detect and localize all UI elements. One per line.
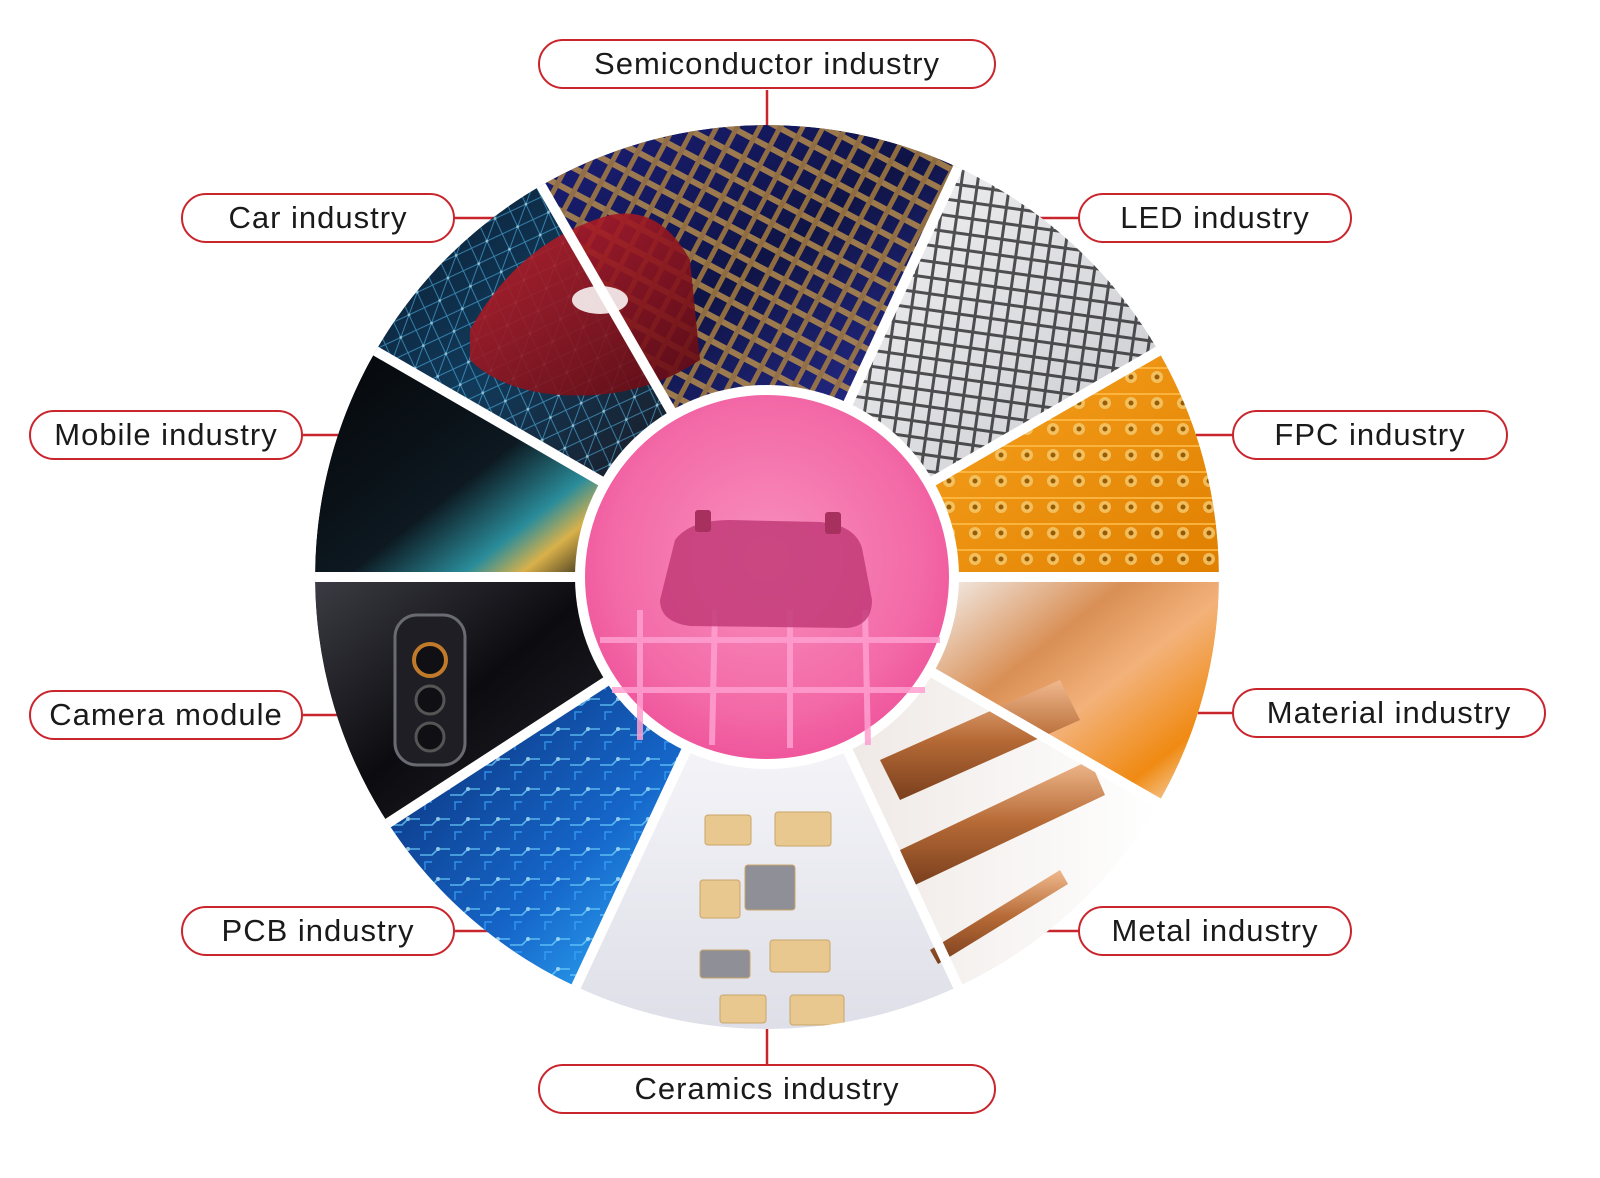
connector-lines	[303, 90, 1234, 1064]
segment-3-texture	[931, 351, 1219, 577]
flexible-circuit-icon	[931, 351, 1219, 577]
segment-divider-1	[533, 177, 679, 419]
center-device-clip-right	[825, 512, 841, 534]
segment-4-background	[931, 577, 1219, 803]
ceramic-chip-8	[789, 994, 845, 1026]
copper-foil-roll-icon	[931, 577, 1219, 803]
segment-divider-7	[568, 743, 693, 995]
ceramic-chip-3	[699, 879, 741, 919]
ceramic-chip-6	[699, 949, 751, 979]
ceramic-chip-4	[744, 864, 796, 911]
segment-divider-3	[925, 343, 1167, 489]
ceramic-chip-2	[774, 811, 832, 847]
copper-rod-2	[900, 760, 1105, 885]
copper-rod-1	[880, 680, 1080, 800]
label-camera-module[interactable]: Camera module	[29, 690, 303, 740]
segment-divider-5	[925, 665, 1167, 811]
segment-divider-6	[841, 743, 966, 995]
segment-divider-10	[367, 343, 609, 489]
ceramic-chip-1	[704, 814, 752, 846]
center-device-clip-left	[695, 510, 711, 532]
center-grid	[600, 609, 940, 748]
center-device-body	[660, 520, 872, 628]
label-led-industry[interactable]: LED industry	[1078, 193, 1352, 243]
segment-7-texture	[387, 680, 687, 987]
label-pcb-industry[interactable]: PCB industry	[181, 906, 455, 956]
label-material-industry[interactable]: Material industry	[1232, 688, 1546, 738]
pcb-board-icon	[387, 680, 687, 987]
label-ceramics-industry[interactable]: Ceramics industry	[538, 1064, 996, 1114]
uv-curing-device-icon	[575, 385, 959, 769]
label-car-industry[interactable]: Car industry	[181, 193, 455, 243]
label-semiconductor-industry[interactable]: Semiconductor industry	[538, 39, 996, 89]
ceramic-chip-5	[769, 939, 831, 973]
ceramic-chip-7	[719, 994, 767, 1024]
segment-divider-2	[841, 159, 966, 411]
camera-lens-3	[414, 721, 446, 753]
wheel-segments	[315, 125, 1219, 1029]
smartphone-screen-icon	[315, 351, 603, 577]
label-fpc-industry[interactable]: FPC industry	[1232, 410, 1508, 460]
camera-lens-1	[412, 642, 448, 678]
segment-divider-8	[380, 674, 614, 831]
label-metal-industry[interactable]: Metal industry	[1078, 906, 1352, 956]
label-mobile-industry[interactable]: Mobile industry	[29, 410, 303, 460]
camera-lens-2	[414, 684, 446, 716]
segment-9-background	[315, 351, 603, 577]
copper-rod-3	[930, 870, 1068, 964]
